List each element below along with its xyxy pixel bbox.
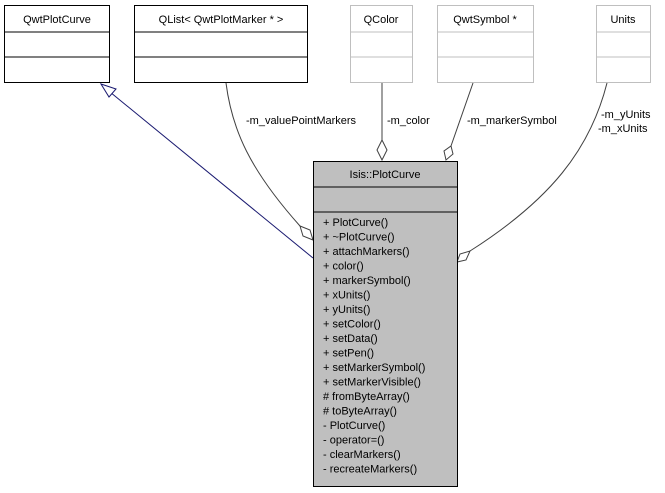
method-list: + PlotCurve() + ~PlotCurve() + attachMarke…	[323, 217, 425, 476]
method-item[interactable]: + xUnits()	[323, 290, 370, 302]
aggregation-diamond-icon	[299, 225, 314, 241]
class-name: QwtSymbol *	[453, 14, 517, 26]
class-box-qlist[interactable]: QList< QwtPlotMarker * >	[134, 5, 308, 83]
method-item[interactable]: + ~PlotCurve()	[323, 232, 395, 244]
method-item[interactable]: + setMarkerVisible()	[323, 377, 421, 389]
method-item[interactable]: + markerSymbol()	[323, 275, 411, 287]
class-box-isis-plotcurve[interactable]: Isis::PlotCurve + PlotCurve()+ ~PlotCurv…	[313, 161, 458, 487]
edge-units: -m_yUnits -m_xUnits	[456, 82, 651, 263]
class-name: Units	[610, 14, 636, 26]
method-item[interactable]: + setColor()	[323, 319, 381, 331]
hollow-arrowhead-icon	[99, 83, 117, 98]
class-name: Isis::PlotCurve	[350, 169, 421, 181]
class-box-qwtsymbol[interactable]: QwtSymbol *	[437, 5, 534, 83]
edge-label: -m_valuePointMarkers	[246, 115, 357, 127]
class-name: QwtPlotCurve	[23, 14, 91, 26]
method-item[interactable]: + setPen()	[323, 348, 374, 360]
edge-color: -m_color	[376, 83, 430, 162]
method-item[interactable]: - operator=()	[323, 435, 384, 447]
method-item[interactable]: - clearMarkers()	[323, 449, 401, 461]
method-item[interactable]: + yUnits()	[323, 304, 370, 316]
aggregation-diamond-icon	[456, 250, 471, 263]
method-item[interactable]: - PlotCurve()	[323, 420, 385, 432]
method-item[interactable]: + setData()	[323, 333, 378, 345]
method-item[interactable]: + color()	[323, 261, 364, 273]
edge-label: -m_xUnits	[598, 123, 648, 135]
aggregation-diamond-icon	[376, 138, 388, 162]
edge-value-point-markers: -m_valuePointMarkers	[225, 82, 357, 241]
edge-label: -m_yUnits	[601, 109, 651, 121]
method-item[interactable]: + setMarkerSymbol()	[323, 362, 425, 374]
edge-marker-symbol: -m_markerSymbol	[443, 82, 557, 161]
method-item[interactable]: - recreateMarkers()	[323, 464, 417, 476]
class-box-qcolor[interactable]: QColor	[350, 5, 413, 83]
method-item[interactable]: # fromByteArray()	[323, 391, 410, 403]
aggregation-diamond-icon	[443, 145, 454, 161]
class-box-units[interactable]: Units	[596, 5, 651, 83]
method-item[interactable]: + attachMarkers()	[323, 246, 410, 258]
method-item[interactable]: + PlotCurve()	[323, 217, 388, 229]
class-name: QColor	[364, 14, 399, 26]
class-name: QList< QwtPlotMarker * >	[159, 14, 284, 26]
class-box-qwtplotcurve[interactable]: QwtPlotCurve	[4, 5, 110, 83]
edge-label: -m_color	[387, 115, 430, 127]
method-item[interactable]: # toByteArray()	[323, 406, 397, 418]
inheritance-edge	[99, 83, 314, 259]
edge-label: -m_markerSymbol	[467, 115, 557, 127]
